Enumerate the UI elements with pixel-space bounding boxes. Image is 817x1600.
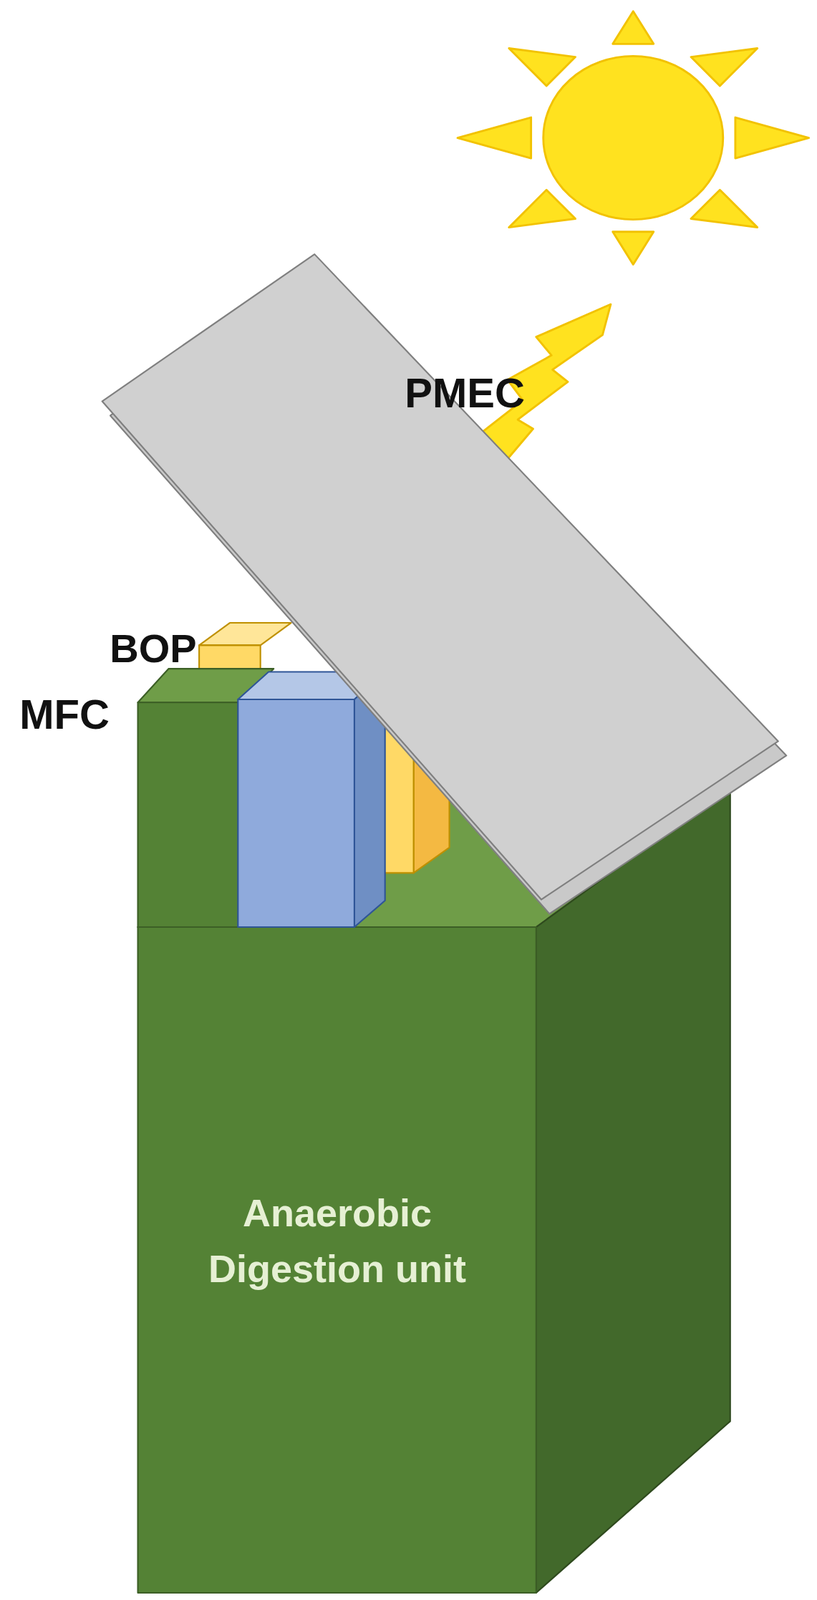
- unit-label: Anaerobic Digestion unit: [186, 1185, 488, 1298]
- sun-ray: [457, 117, 532, 159]
- panel-label: PMEC: [404, 369, 525, 418]
- sun-disc: [543, 55, 724, 220]
- label-text: MFC: [19, 690, 110, 739]
- sun-symbol: [457, 11, 810, 265]
- label-text: PMEC: [404, 369, 525, 418]
- sun-ray: [509, 47, 576, 86]
- label-text: BOP: [109, 625, 197, 672]
- panel-front: [102, 254, 779, 900]
- blue-box-front: [237, 699, 355, 928]
- sun-ray: [612, 11, 654, 45]
- part-label: BOP: [109, 625, 197, 672]
- part-label: MFC: [19, 690, 110, 739]
- sun-ray: [509, 189, 576, 227]
- unit-front-face: [138, 927, 537, 1594]
- sun-ray: [612, 231, 654, 265]
- label-text: Anaerobic Digestion unit: [186, 1185, 488, 1298]
- bop-box-top: [199, 622, 291, 646]
- mfc-box-front: [138, 702, 241, 928]
- sun-ray: [690, 47, 758, 86]
- sun-ray: [735, 117, 810, 159]
- sun-ray: [690, 189, 758, 227]
- unit-side-face: [536, 786, 731, 1594]
